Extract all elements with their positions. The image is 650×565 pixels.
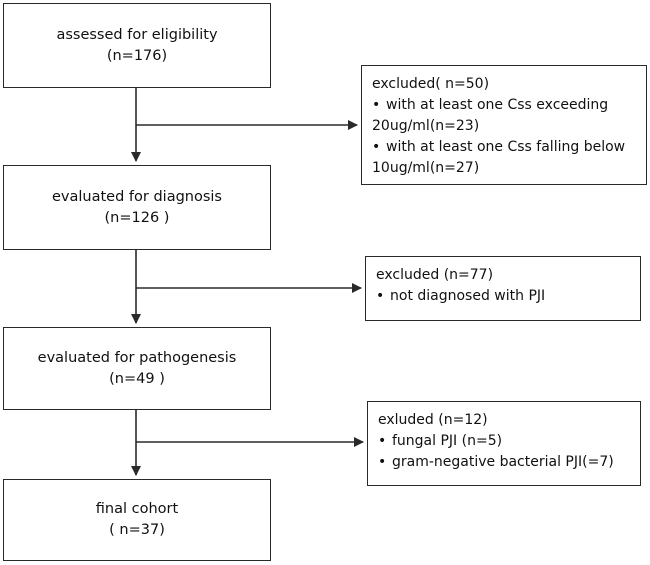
step-label: final cohort — [95, 501, 179, 517]
exclusion-box-3: exluded (n=12) •fungal PJI (n=5) •gram-n… — [367, 401, 641, 486]
exclusion-title: excluded (n=77) — [376, 267, 494, 283]
step-label: assessed for eligibility — [56, 26, 218, 43]
exclusion-line: •with at least one Css falling below — [372, 139, 626, 155]
step-count: ( n=37) — [109, 522, 165, 538]
step-label: evaluated for pathogenesis — [37, 349, 237, 366]
exclusion-title: excluded( n=50) — [372, 76, 490, 92]
step-final-cohort: final cohort ( n=37) — [3, 479, 271, 561]
step-count: (n=176) — [106, 47, 168, 64]
step-count: (n=126 ) — [104, 209, 170, 226]
step-pathogenesis: evaluated for pathogenesis (n=49 ) — [3, 327, 271, 410]
exclusion-line: •not diagnosed with PJI — [376, 288, 546, 304]
step-diagnosis: evaluated for diagnosis (n=126 ) — [3, 165, 271, 250]
exclusion-title: exluded (n=12) — [378, 412, 488, 428]
step-assessed: assessed for eligibility (n=176) — [3, 3, 271, 88]
step-count: (n=49 ) — [109, 370, 165, 387]
exclusion-line: •with at least one Css exceeding — [372, 97, 609, 113]
exclusion-box-1: excluded( n=50) •with at least one Css e… — [361, 65, 647, 185]
exclusion-line: 10ug/ml(n=27) — [372, 160, 480, 176]
exclusion-line: •gram-negative bacterial PJI(=7) — [378, 454, 614, 470]
exclusion-line: 20ug/ml(n=23) — [372, 118, 480, 134]
exclusion-box-2: excluded (n=77) •not diagnosed with PJI — [365, 256, 641, 321]
exclusion-line: •fungal PJI (n=5) — [378, 433, 503, 449]
step-label: evaluated for diagnosis — [52, 188, 222, 205]
